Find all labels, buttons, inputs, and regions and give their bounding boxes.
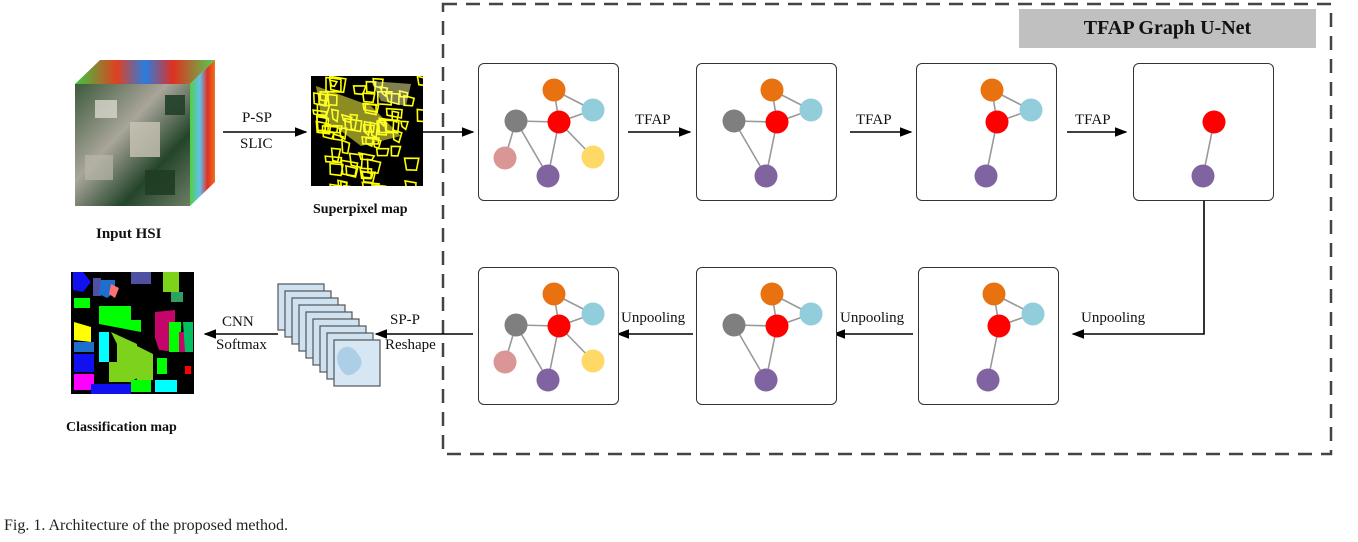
superpixel-boundary [371,183,387,186]
graph-node-cyan [581,302,605,326]
superpixel-boundary [361,181,380,186]
graph-node-pink [493,146,517,170]
graph-node-orange [982,282,1006,306]
label-softmax: Softmax [216,337,267,353]
graph-box-level2-decoder [918,267,1059,405]
graph-node-orange [760,282,784,306]
graph-box-level1-encoder [696,63,837,201]
superpixel-boundary [328,76,347,94]
superpixel-boundary [352,85,367,96]
arrow-unpool-1 [1071,200,1205,339]
superpixel-boundary [341,139,351,155]
superpixel-boundary [348,152,364,169]
graph-node-red [985,110,1009,134]
tfap-graph-unet-boundary [441,2,1333,456]
input-hsi-cube-image [75,60,215,206]
graph-node-purple [754,368,778,392]
graph-node-red [765,314,789,338]
superpixel-boundary [345,164,359,179]
graph-node-pink [493,350,517,374]
graph-node-cyan [581,98,605,122]
graph-node-gray [504,313,528,337]
graph-node-red [987,314,1011,338]
input-hsi-label: Input HSI [96,226,162,242]
superpixel-boundary [399,120,409,131]
graph-node-cyan [799,302,823,326]
label-psp: P-SP [242,110,273,126]
superpixel-boundary [329,162,344,177]
superpixel-boundary [404,179,417,186]
superpixel-boundary [403,157,420,171]
module-title-banner: TFAP Graph U-Net [1019,9,1316,48]
graph-node-cyan [1021,302,1045,326]
label-spp: SP-P [390,312,421,328]
label-tfap-2: TFAP [856,112,892,128]
figure-caption: Fig. 1. Architecture of the proposed met… [4,517,288,534]
graph-node-purple [754,164,778,188]
superpixel-boundary [325,76,342,93]
superpixel-boundary [416,108,423,123]
superpixel-boundary [336,179,348,186]
label-reshape: Reshape [385,337,436,353]
graph-node-yellow [581,349,605,373]
graph-node-gray [504,109,528,133]
label-slic: SLIC [240,136,273,152]
graph-node-cyan [1019,98,1043,122]
label-unpooling-1: Unpooling [1081,310,1146,326]
superpixel-boundary [416,76,423,87]
label-tfap-3: TFAP [1075,112,1111,128]
graph-node-red [547,314,571,338]
superpixel-boundary [329,183,343,186]
superpixel-boundary [361,92,376,104]
graph-box-level3-bottleneck [1133,63,1274,201]
graph-node-cyan [799,98,823,122]
label-cnn: CNN [222,314,254,330]
graph-box-level2-encoder [916,63,1057,201]
graph-node-purple [974,164,998,188]
graph-node-gray [722,313,746,337]
superpixel-boundary [385,107,403,119]
graph-node-red [1202,110,1226,134]
graph-node-red [765,110,789,134]
superpixel-boundary [324,155,343,164]
graph-box-full-encoder [478,63,619,201]
graph-node-orange [542,78,566,102]
graph-node-orange [542,282,566,306]
classification-map-image [71,272,194,394]
classification-map-label: Classification map [66,420,177,435]
graph-node-yellow [581,145,605,169]
feature-map-activation [337,346,362,376]
graph-node-purple [976,368,1000,392]
graph-node-gray [722,109,746,133]
graph-box-full-decoder [478,267,619,405]
superpixel-map-label: Superpixel map [313,202,408,217]
superpixel-boundary [366,158,382,174]
label-tfap-1: TFAP [635,112,671,128]
graph-node-red [547,110,571,134]
label-unpooling-3: Unpooling [621,310,686,326]
superpixel-boundary [375,147,390,157]
label-unpooling-2: Unpooling [840,310,905,326]
feature-map-stack [277,283,381,387]
graph-node-purple [536,368,560,392]
superpixel-boundary [390,145,402,157]
superpixel-map-image [311,76,423,186]
graph-box-level1-decoder [696,267,837,405]
graph-node-purple [1191,164,1215,188]
graph-node-orange [980,78,1004,102]
graph-node-purple [536,164,560,188]
graph-node-orange [760,78,784,102]
superpixel-boundary [321,125,339,134]
